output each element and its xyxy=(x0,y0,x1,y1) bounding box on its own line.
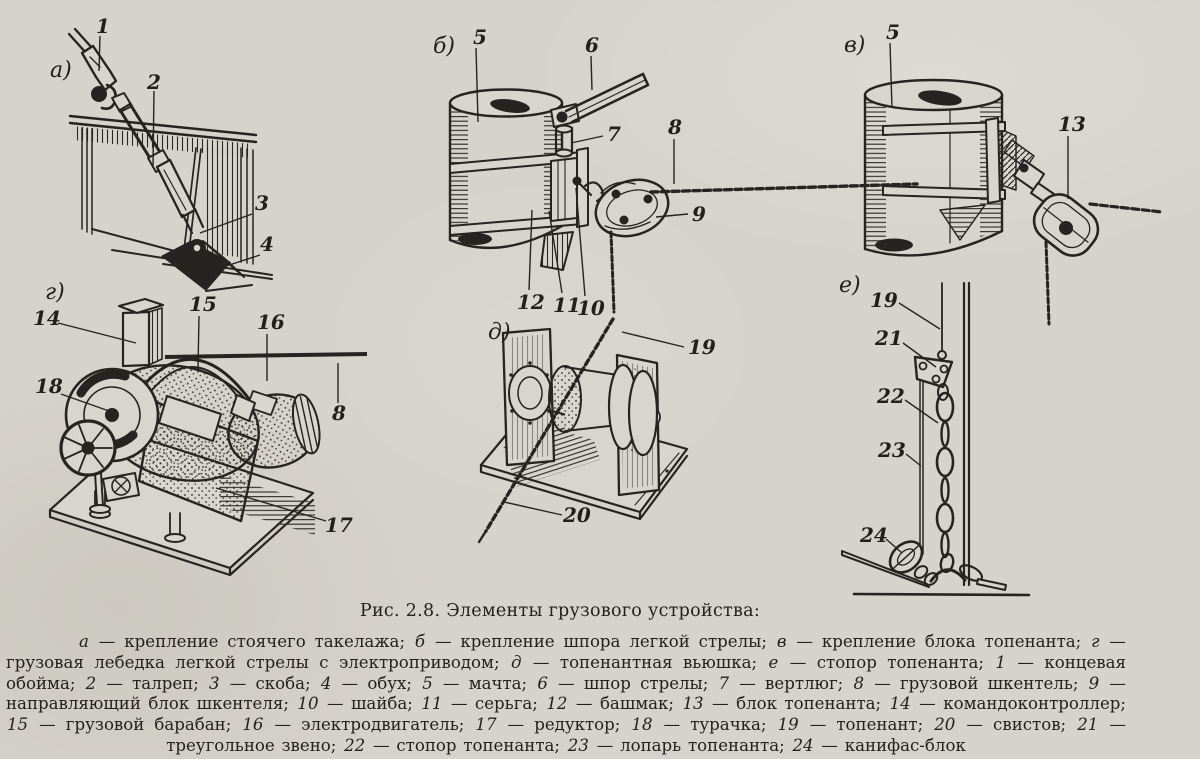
callout-4: 4 xyxy=(260,232,274,256)
callout-5: 5 xyxy=(473,25,487,49)
callout-9: 9 xyxy=(692,202,706,226)
callout-12: 12 xyxy=(517,290,545,314)
callout-8: 8 xyxy=(667,115,682,139)
panel-v-label: в) xyxy=(844,33,865,58)
panel-v-drawing: в) 5 13 xyxy=(844,20,1164,326)
reel-art xyxy=(477,317,689,544)
mast-art xyxy=(863,78,1004,257)
panel-e-leader-lines xyxy=(885,302,941,554)
winch-art xyxy=(48,297,321,577)
callout-19: 19 xyxy=(870,288,898,312)
panel-g-leader-lines xyxy=(57,315,339,522)
handwheel-art xyxy=(59,419,117,514)
figure-title: Рис. 2.8. Элементы грузового устройства: xyxy=(359,601,761,621)
panel-b-leader-lines xyxy=(475,47,689,297)
callout-1: 1 xyxy=(96,14,110,38)
callout-17: 17 xyxy=(325,513,353,537)
callout-3: 3 xyxy=(255,191,269,215)
panel-a-label: а) xyxy=(50,58,72,83)
figure-legend: а — крепление стоячего такелажа; б — кре… xyxy=(6,632,1127,755)
callout-16: 16 xyxy=(257,310,285,334)
panel-g-label: г) xyxy=(45,280,65,305)
panel-d-label: д) xyxy=(488,320,511,345)
panel-a-leader-lines xyxy=(98,35,261,268)
callout-6: 6 xyxy=(585,33,599,57)
callout-11: 11 xyxy=(553,293,581,317)
panel-b-drawing: б) 5 6 7 8 9 12 11 10 xyxy=(433,25,919,320)
bracket-art xyxy=(882,117,1055,241)
panel-d-leader-lines xyxy=(503,331,685,516)
callout-14: 14 xyxy=(33,306,61,330)
callout-13: 13 xyxy=(1058,112,1086,136)
callout-23: 23 xyxy=(877,438,906,462)
callout-21: 21 xyxy=(874,326,903,350)
callout-24: 24 xyxy=(859,523,888,547)
callout-19: 19 xyxy=(688,335,716,359)
callout-8: 8 xyxy=(331,401,346,425)
panel-v-leader-lines xyxy=(889,42,1069,199)
callout-10: 10 xyxy=(577,296,605,320)
panel-e-label: е) xyxy=(839,273,861,298)
panel-e-drawing: е) 19 21 22 23 24 xyxy=(839,273,1031,597)
callout-22: 22 xyxy=(876,384,905,408)
panel-d-drawing: д) 19 20 xyxy=(477,317,716,544)
turnbuckle-art xyxy=(67,27,253,292)
cargo-runner-wire xyxy=(164,352,368,359)
callout-20: 20 xyxy=(562,503,591,527)
callout-15: 15 xyxy=(189,292,217,316)
panel-a-drawing: а) 1 2 3 4 xyxy=(50,14,274,292)
panel-b-label: б) xyxy=(433,34,455,59)
stopper-art xyxy=(841,281,1031,597)
callout-2: 2 xyxy=(146,70,161,94)
callout-18: 18 xyxy=(35,374,63,398)
callout-7: 7 xyxy=(607,122,621,146)
callout-5: 5 xyxy=(886,20,900,44)
topping-lift-block-art xyxy=(1032,193,1164,326)
panel-g-drawing: г) 14 15 16 18 8 17 xyxy=(33,280,368,577)
